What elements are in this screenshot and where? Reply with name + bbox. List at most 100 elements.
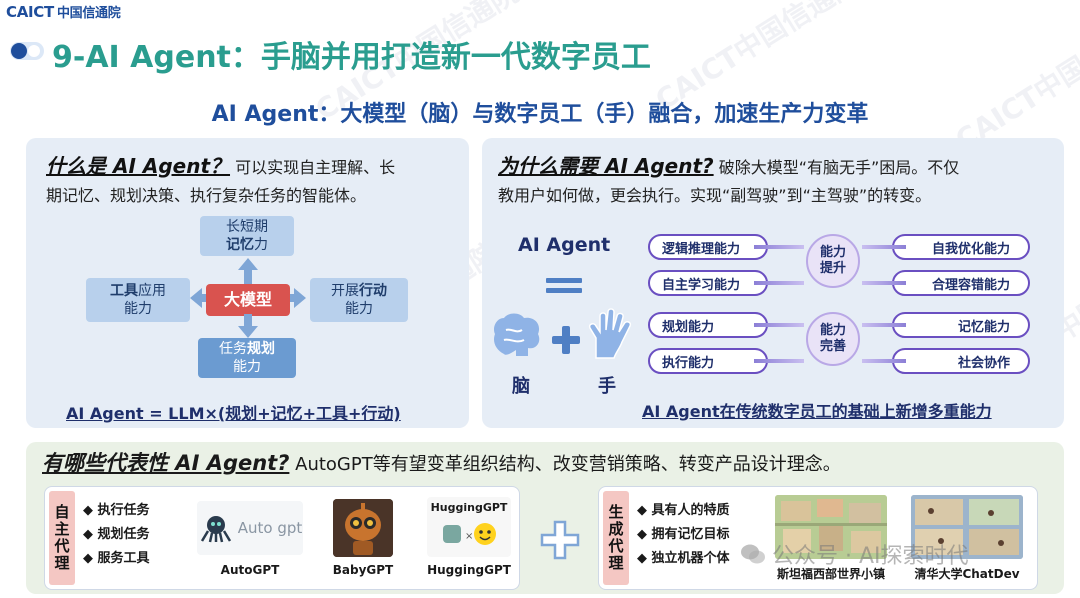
bullet-text: 规划任务 [97, 527, 150, 542]
hugginggpt-caption: HuggingGPT [427, 563, 511, 577]
action-bold: 行动 [359, 283, 387, 299]
bullet-text: 执行任务 [97, 503, 150, 518]
arrow-right [862, 281, 906, 285]
rep-description: AutoGPT等有望变革组织结构、改变营销策略、转变产品设计理念。 [295, 454, 841, 475]
social-collab-pill: 社会协作 [892, 348, 1030, 374]
right-caption: AI Agent在传统数字员工的基础上新增多重能力 [642, 402, 992, 421]
self-learning-pill: 自主学习能力 [648, 270, 768, 296]
arrow-left [754, 359, 804, 363]
hugginggpt-logo: HuggingGPT × [427, 497, 511, 557]
octopus-icon [200, 516, 231, 543]
action-plain: 开展 [331, 283, 359, 299]
wechat-watermark-text: 公众号 · AI探索时代 [772, 544, 969, 569]
arrow-left [754, 281, 804, 285]
why-desc-line1: 破除大模型“有脑无手”困局。不仅 [718, 158, 960, 177]
logic-reasoning-pill: 逻辑推理能力 [648, 234, 768, 260]
robot-icon [333, 499, 393, 557]
what-desc-line2: 期记忆、规划决策、执行复杂任务的智能体。 [46, 186, 367, 205]
what-desc-line1: 可以实现自主理解、长 [235, 158, 396, 177]
chatdev-image [911, 495, 1023, 559]
planning-pill: 规划能力 [648, 312, 768, 338]
memory-rest: 力 [254, 237, 268, 253]
autogpt-caption: AutoGPT [220, 563, 280, 577]
capability-boost-circle: 能力 提升 [806, 234, 860, 288]
wechat-watermark: 公众号 · AI探索时代 [740, 538, 969, 570]
stanford-town-image [775, 495, 887, 559]
capability-improve-circle: 能力 完善 [806, 312, 860, 366]
cross-arrows-icon [190, 258, 306, 338]
why-need-agent-panel: 为什么需要 AI Agent? 破除大模型“有脑无手”困局。不仅 教用户如何做，… [482, 138, 1064, 428]
why-heading: 为什么需要 AI Agent? [498, 154, 714, 178]
bullet-item: ◆ 拥有记忆目标 [637, 527, 730, 542]
circle1-line1: 能力 [819, 245, 846, 260]
autonomous-label: 自主代理 [49, 491, 75, 585]
hand-icon [588, 308, 632, 359]
memory-box: 长短期 记忆力 [200, 216, 294, 256]
toggle-icon [10, 42, 44, 60]
bullet-text: 服务工具 [97, 551, 150, 566]
stanford-town-caption: 斯坦福西部世界小镇 [776, 567, 885, 581]
plus-icon [552, 326, 580, 354]
planning-box: 任务规划 能力 [198, 338, 296, 378]
arrow-right [862, 359, 906, 363]
huggingface-icon: × [443, 523, 496, 545]
bullet-item: ◆ 规划任务 [83, 527, 150, 542]
memory-bold: 记忆 [226, 237, 254, 253]
self-optimization-pill: 自我优化能力 [892, 234, 1030, 260]
generative-label: 生成代理 [603, 491, 629, 585]
babygpt-image [333, 499, 393, 557]
bullet-text: 拥有记忆目标 [651, 527, 730, 542]
panel-heading: 有哪些代表性 AI Agent? AutoGPT等有望变革组织结构、改变营销策略… [42, 450, 841, 478]
llm-core-box: 大模型 [206, 284, 290, 316]
plus-outline-icon [540, 520, 580, 560]
circle2-line2: 完善 [819, 339, 846, 354]
logo-text: CAICT [6, 3, 54, 21]
page-subtitle: AI Agent：大模型（脑）与数字员工（手）融合，加速生产力变革 [211, 102, 869, 127]
tools-line2: 能力 [124, 301, 152, 317]
panel-heading: 什么是 AI Agent？ 可以实现自主理解、长 期记忆、规划决策、执行复杂任务… [46, 152, 456, 210]
tools-rest: 应用 [138, 283, 166, 299]
circle1-line2: 提升 [819, 261, 846, 276]
brain-icon [494, 313, 540, 356]
svg-text:×: × [465, 531, 473, 542]
chatdev-caption: 清华大学ChatDev [914, 567, 1020, 581]
representative-agents-panel: 有哪些代表性 AI Agent? AutoGPT等有望变革组织结构、改变营销策略… [26, 442, 1064, 594]
brain-label: 脑 [512, 376, 530, 397]
planning-bold: 规划 [247, 341, 275, 357]
memory-pill: 记忆能力 [892, 312, 1030, 338]
babygpt-caption: BabyGPT [332, 563, 394, 577]
pixel-office-icon [911, 495, 1023, 559]
watermark: CAICT中国信通院 [949, 5, 1080, 157]
tools-box: 工具应用 能力 [86, 278, 190, 322]
action-box: 开展行动 能力 [310, 278, 408, 322]
memory-line1: 长短期 [226, 219, 268, 235]
ai-agent-label: AI Agent [518, 234, 611, 256]
circle2-line1: 能力 [819, 323, 846, 338]
planning-line2: 能力 [233, 359, 261, 375]
execution-pill: 执行能力 [648, 348, 768, 374]
logo-org: 中国信通院 [56, 6, 121, 21]
arrow-right [862, 245, 906, 249]
action-line2: 能力 [345, 301, 373, 317]
bullet-item: ◆ 具有人的特质 [637, 503, 730, 518]
autonomous-agents-group: 自主代理 ◆ 执行任务 ◆ 规划任务 ◆ 服务工具 Auto gpt AutoG… [44, 486, 520, 590]
why-desc-line2: 教用户如何做，更会执行。实现“副驾驶”到“主驾驶”的转变。 [498, 186, 932, 205]
rep-heading: 有哪些代表性 AI Agent? [42, 451, 290, 475]
autonomous-bullets: ◆ 执行任务 ◆ 规划任务 ◆ 服务工具 [83, 499, 150, 571]
generative-agents-group: 生成代理 ◆ 具有人的特质 ◆ 拥有记忆目标 ◆ 独立机器个体 斯坦福西部世界小… [598, 486, 1038, 590]
tools-bold: 工具 [110, 283, 138, 299]
arrow-left [754, 323, 804, 327]
equals-icon [546, 278, 582, 293]
arrow-left [754, 245, 804, 249]
what-heading: 什么是 AI Agent？ [46, 154, 231, 178]
panel-heading: 为什么需要 AI Agent? 破除大模型“有脑无手”困局。不仅 教用户如何做，… [498, 152, 1058, 210]
generative-bullets: ◆ 具有人的特质 ◆ 拥有记忆目标 ◆ 独立机器个体 [637, 499, 730, 571]
hugginggpt-logo-text: HuggingGPT [430, 501, 508, 514]
autogpt-logo-text: Auto gpt [237, 519, 303, 537]
agent-formula: AI Agent = LLM×(规划+记忆+工具+行动) [66, 404, 401, 423]
bullet-item: ◆ 服务工具 [83, 551, 150, 566]
fault-tolerance-pill: 合理容错能力 [892, 270, 1030, 296]
bullet-text: 具有人的特质 [651, 503, 730, 518]
bullet-text: 独立机器个体 [651, 551, 730, 566]
